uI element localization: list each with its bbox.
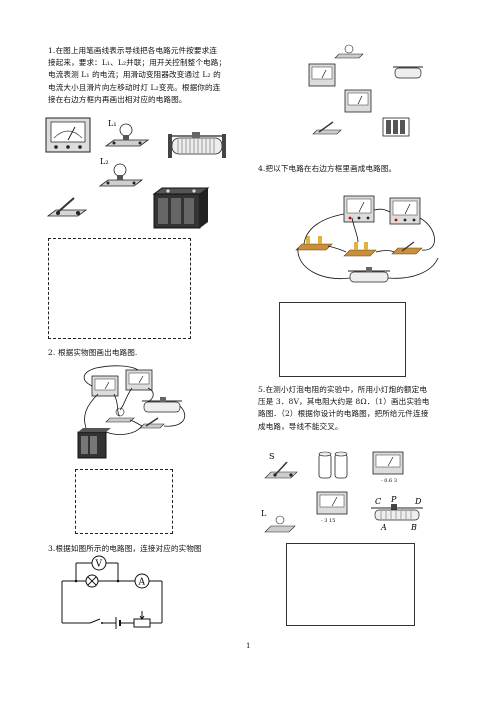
q1-line-5: 接在右边方框内再画出相对应的电路图。 — [48, 94, 187, 104]
q1-line-4: 电流大小且滑片向左移动时灯 L₂变亮。根据你的连 — [48, 82, 221, 92]
ammeter-illustration — [45, 117, 91, 153]
label-b: B — [410, 523, 417, 532]
q5-components-figure: S - 0.6 3 - 3 15 L C P D A B — [261, 451, 423, 533]
rheostat-illustration — [168, 132, 226, 158]
lamp-l1-illustration — [104, 123, 150, 147]
label-p: P — [390, 495, 397, 504]
label-c: C — [375, 497, 381, 506]
q1-text: 1.在图上用笔画线表示导线把各电路元件按要求连 接起来，要求：L₁、L₂并联；用… — [48, 45, 248, 106]
q1-line-1: 1.在图上用笔画线表示导线把各电路元件按要求连 — [48, 46, 218, 55]
q5-line-3: 路图．（2）根据你设计的电路图，把所给元件连接 — [258, 409, 429, 419]
q4-circuit-figure — [295, 195, 439, 283]
q4-answer-box[interactable] — [279, 302, 406, 377]
label-a: A — [380, 523, 387, 532]
label-l: L — [261, 509, 267, 518]
q5-line-1: 5.在测小灯泡电阻的实验中，所用小灯炮的额定电 — [258, 385, 428, 394]
q4-title: 4.把以下电路在右边方框里画成电路图。 — [258, 164, 397, 173]
label-s: S — [269, 452, 274, 461]
page-number: 1 — [246, 642, 251, 650]
label-l2: L₂ — [100, 157, 109, 166]
label-d: D — [414, 497, 422, 506]
q5-answer-box[interactable] — [286, 543, 415, 626]
q1-components-figure: L₁ L₂ — [45, 117, 226, 229]
battery-pack-illustration — [152, 187, 210, 229]
ammeter-scale: - 0.6 3 — [381, 478, 397, 484]
q3-title: 3.根据如图所示的电路图，连接对应的实物图 — [48, 544, 202, 553]
q3-circuit-diagram: V A — [61, 555, 163, 629]
voltmeter-symbol: V — [95, 560, 103, 570]
q2-circuit-figure — [77, 365, 186, 459]
lamp-l2-illustration — [98, 163, 144, 187]
q3-components-figure — [308, 44, 423, 137]
switch-illustration — [46, 197, 88, 217]
q2-title: 2. 根据实物图画出电路图. — [48, 348, 138, 357]
q1-answer-box[interactable] — [48, 238, 191, 339]
q1-line-2: 接起来，要求：L₁、L₂并联；用开关控制整个电路； — [48, 58, 227, 68]
q1-line-3: 电流表测 L₁ 的电流；用滑动变阻器改变通过 L₂ 的 — [48, 70, 221, 80]
voltmeter-scale: - 3 15 — [321, 518, 335, 524]
q5-line-4: 成电路，导线不能交叉。 — [258, 421, 343, 431]
ammeter-symbol: A — [138, 578, 146, 588]
label-l1: L₁ — [108, 119, 117, 128]
q5-text: 5.在测小灯泡电阻的实验中，所用小灯炮的额定电 压是 3．8V，其电阻大约是 8… — [258, 384, 478, 433]
q2-answer-box[interactable] — [75, 469, 173, 534]
q5-line-2: 压是 3．8V，其电阻大约是 8Ω．（1）画出实验电 — [258, 397, 430, 407]
